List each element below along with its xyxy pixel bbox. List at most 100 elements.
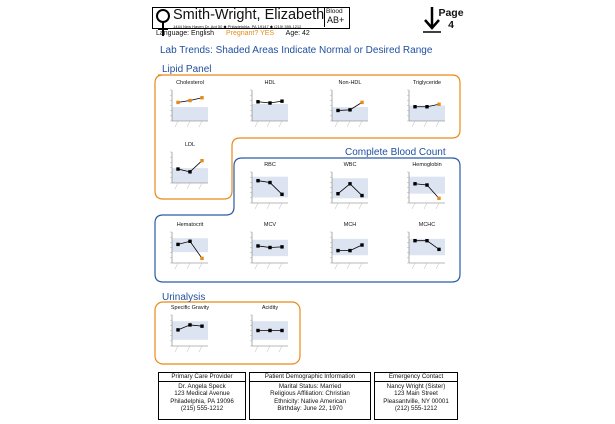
chart-cholesterol <box>170 89 208 128</box>
x-tick <box>435 202 440 210</box>
x-tick <box>411 202 416 210</box>
data-point <box>256 178 260 183</box>
age: Age: 42 <box>285 30 310 37</box>
chart-title-ldl: LDL <box>184 142 196 148</box>
pregnancy-status: Pregnant? YES <box>225 30 275 37</box>
data-point <box>268 101 272 105</box>
chart-triglyceride <box>407 89 445 128</box>
x-tick <box>254 262 259 270</box>
download-arrow-icon[interactable] <box>422 5 452 35</box>
data-point <box>200 96 204 100</box>
data-point <box>256 100 260 104</box>
chart-wbc <box>330 171 368 210</box>
x-tick <box>266 262 271 270</box>
x-tick <box>174 182 179 190</box>
x-tick <box>198 182 203 190</box>
data-point <box>188 170 192 174</box>
x-tick <box>346 262 351 270</box>
section-lipid-panel: Lipid Panel <box>162 64 212 75</box>
chart-mchc <box>407 231 445 270</box>
demographic-line: Marital Status: Married <box>278 382 342 390</box>
data-point <box>413 238 417 243</box>
x-tick <box>278 262 283 270</box>
data-point <box>188 323 192 327</box>
data-point <box>437 247 441 252</box>
demographic-title: Patient Demographic Information <box>250 373 370 382</box>
normal-range-band <box>172 107 208 121</box>
emergency-contact-box: Emergency Contact Nancy Wright (Sister) … <box>374 372 458 420</box>
x-tick <box>174 120 179 128</box>
normal-range-band <box>332 178 368 199</box>
blood-type-box <box>324 7 349 27</box>
x-tick <box>266 120 271 128</box>
data-point <box>280 192 284 197</box>
data-point <box>425 183 429 187</box>
x-tick <box>278 202 283 210</box>
x-tick <box>278 120 283 128</box>
x-tick <box>411 262 416 270</box>
x-tick <box>254 120 259 128</box>
chart-acidity <box>250 314 288 353</box>
x-tick <box>423 262 428 270</box>
normal-range-band <box>409 238 445 256</box>
emergency-title: Emergency Contact <box>375 373 457 382</box>
chart-hdl <box>250 89 288 128</box>
data-point <box>268 245 272 250</box>
chart-title-wbc: WBC <box>343 162 357 168</box>
chart-title-specific-gravity: Specific Gravity <box>170 305 210 311</box>
normal-range-band <box>409 105 445 121</box>
data-point <box>437 196 441 201</box>
data-point <box>360 243 364 247</box>
normal-range-band <box>252 176 288 198</box>
data-point <box>413 105 417 109</box>
normal-range-band <box>252 103 288 121</box>
data-point <box>413 182 417 186</box>
primary-care-provider-box: Primary Care Provider Dr. Angela Speck 1… <box>158 372 246 420</box>
section-complete-blood-count: Complete Blood Count <box>345 147 446 158</box>
chart-title-mch: MCH <box>343 222 357 228</box>
data-point <box>280 245 284 249</box>
x-tick <box>358 262 363 270</box>
x-tick <box>174 345 179 353</box>
page-indicator: Page 4 <box>437 7 465 31</box>
x-tick <box>278 345 283 353</box>
x-tick <box>174 262 179 270</box>
x-tick <box>358 202 363 210</box>
patient-header-box <box>152 7 350 29</box>
chart-title-mchc: MCHC <box>418 222 436 228</box>
x-tick <box>254 345 259 353</box>
x-tick <box>198 120 203 128</box>
data-point <box>437 102 441 106</box>
provider-line: (215) 555-1212 <box>180 405 224 413</box>
data-point <box>425 105 429 109</box>
data-point <box>280 99 284 103</box>
data-point <box>348 248 352 253</box>
patient-demographic-box: Patient Demographic Information Marital … <box>249 372 371 420</box>
demographic-line: Ethnicity: Native American <box>274 397 346 405</box>
data-point <box>336 248 340 253</box>
x-tick <box>334 120 339 128</box>
x-tick <box>435 120 440 128</box>
emergency-line: Pleasantville, NY 00001 <box>383 397 449 405</box>
data-point <box>188 98 192 103</box>
provider-line: 123 Medical Avenue <box>174 390 230 398</box>
chart-hemoglobin <box>407 171 445 210</box>
blood-type: AB+ <box>327 15 345 25</box>
chart-title-hdl: HDL <box>264 80 276 86</box>
provider-line: Dr. Angela Speck <box>178 382 226 390</box>
chart-title-hematocrit: Hematocrit <box>176 222 204 228</box>
x-tick <box>346 202 351 210</box>
x-tick <box>423 202 428 210</box>
patient-address: 1444 New Haven Dr, Apt 50 ◆ Philadelphia… <box>173 24 302 29</box>
data-point <box>256 328 260 333</box>
data-point <box>176 242 180 247</box>
x-tick <box>198 262 203 270</box>
page-number: 4 <box>448 19 454 31</box>
x-tick <box>266 345 271 353</box>
x-tick <box>186 345 191 353</box>
chart-title-triglyceride: Triglyceride <box>412 80 442 86</box>
chart-rbc <box>250 171 288 210</box>
data-point <box>200 256 204 261</box>
chart-title-rbc: RBC <box>264 162 276 168</box>
